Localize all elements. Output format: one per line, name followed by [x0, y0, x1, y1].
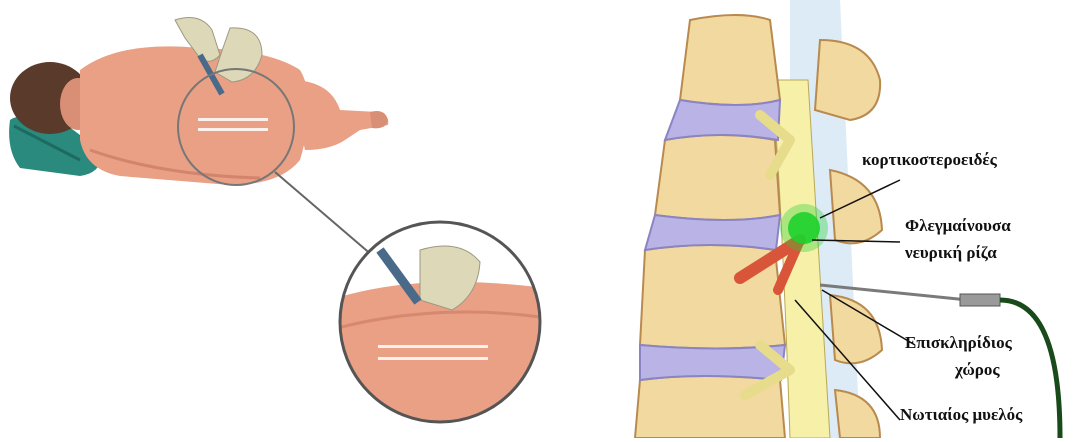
label-epidural-line2: χώρος — [955, 360, 1000, 380]
label-corticosteroids: κορτικοστεροειδές — [862, 150, 997, 170]
patient-torso — [80, 46, 309, 185]
label-epidural-line1: Επισκληρίδιος — [905, 333, 1012, 353]
syringe-hub — [960, 294, 1000, 306]
zoom-connector — [275, 172, 380, 262]
patient-figure — [9, 18, 388, 185]
label-inflamed-root-line2: νευρική ρίζα — [905, 243, 997, 263]
label-spinal-cord: Νωτιαίος μυελός — [900, 405, 1022, 425]
label-inflamed-root-line1: Φλεγμαίνουσα — [905, 216, 1011, 236]
zoom-inset — [330, 220, 560, 430]
